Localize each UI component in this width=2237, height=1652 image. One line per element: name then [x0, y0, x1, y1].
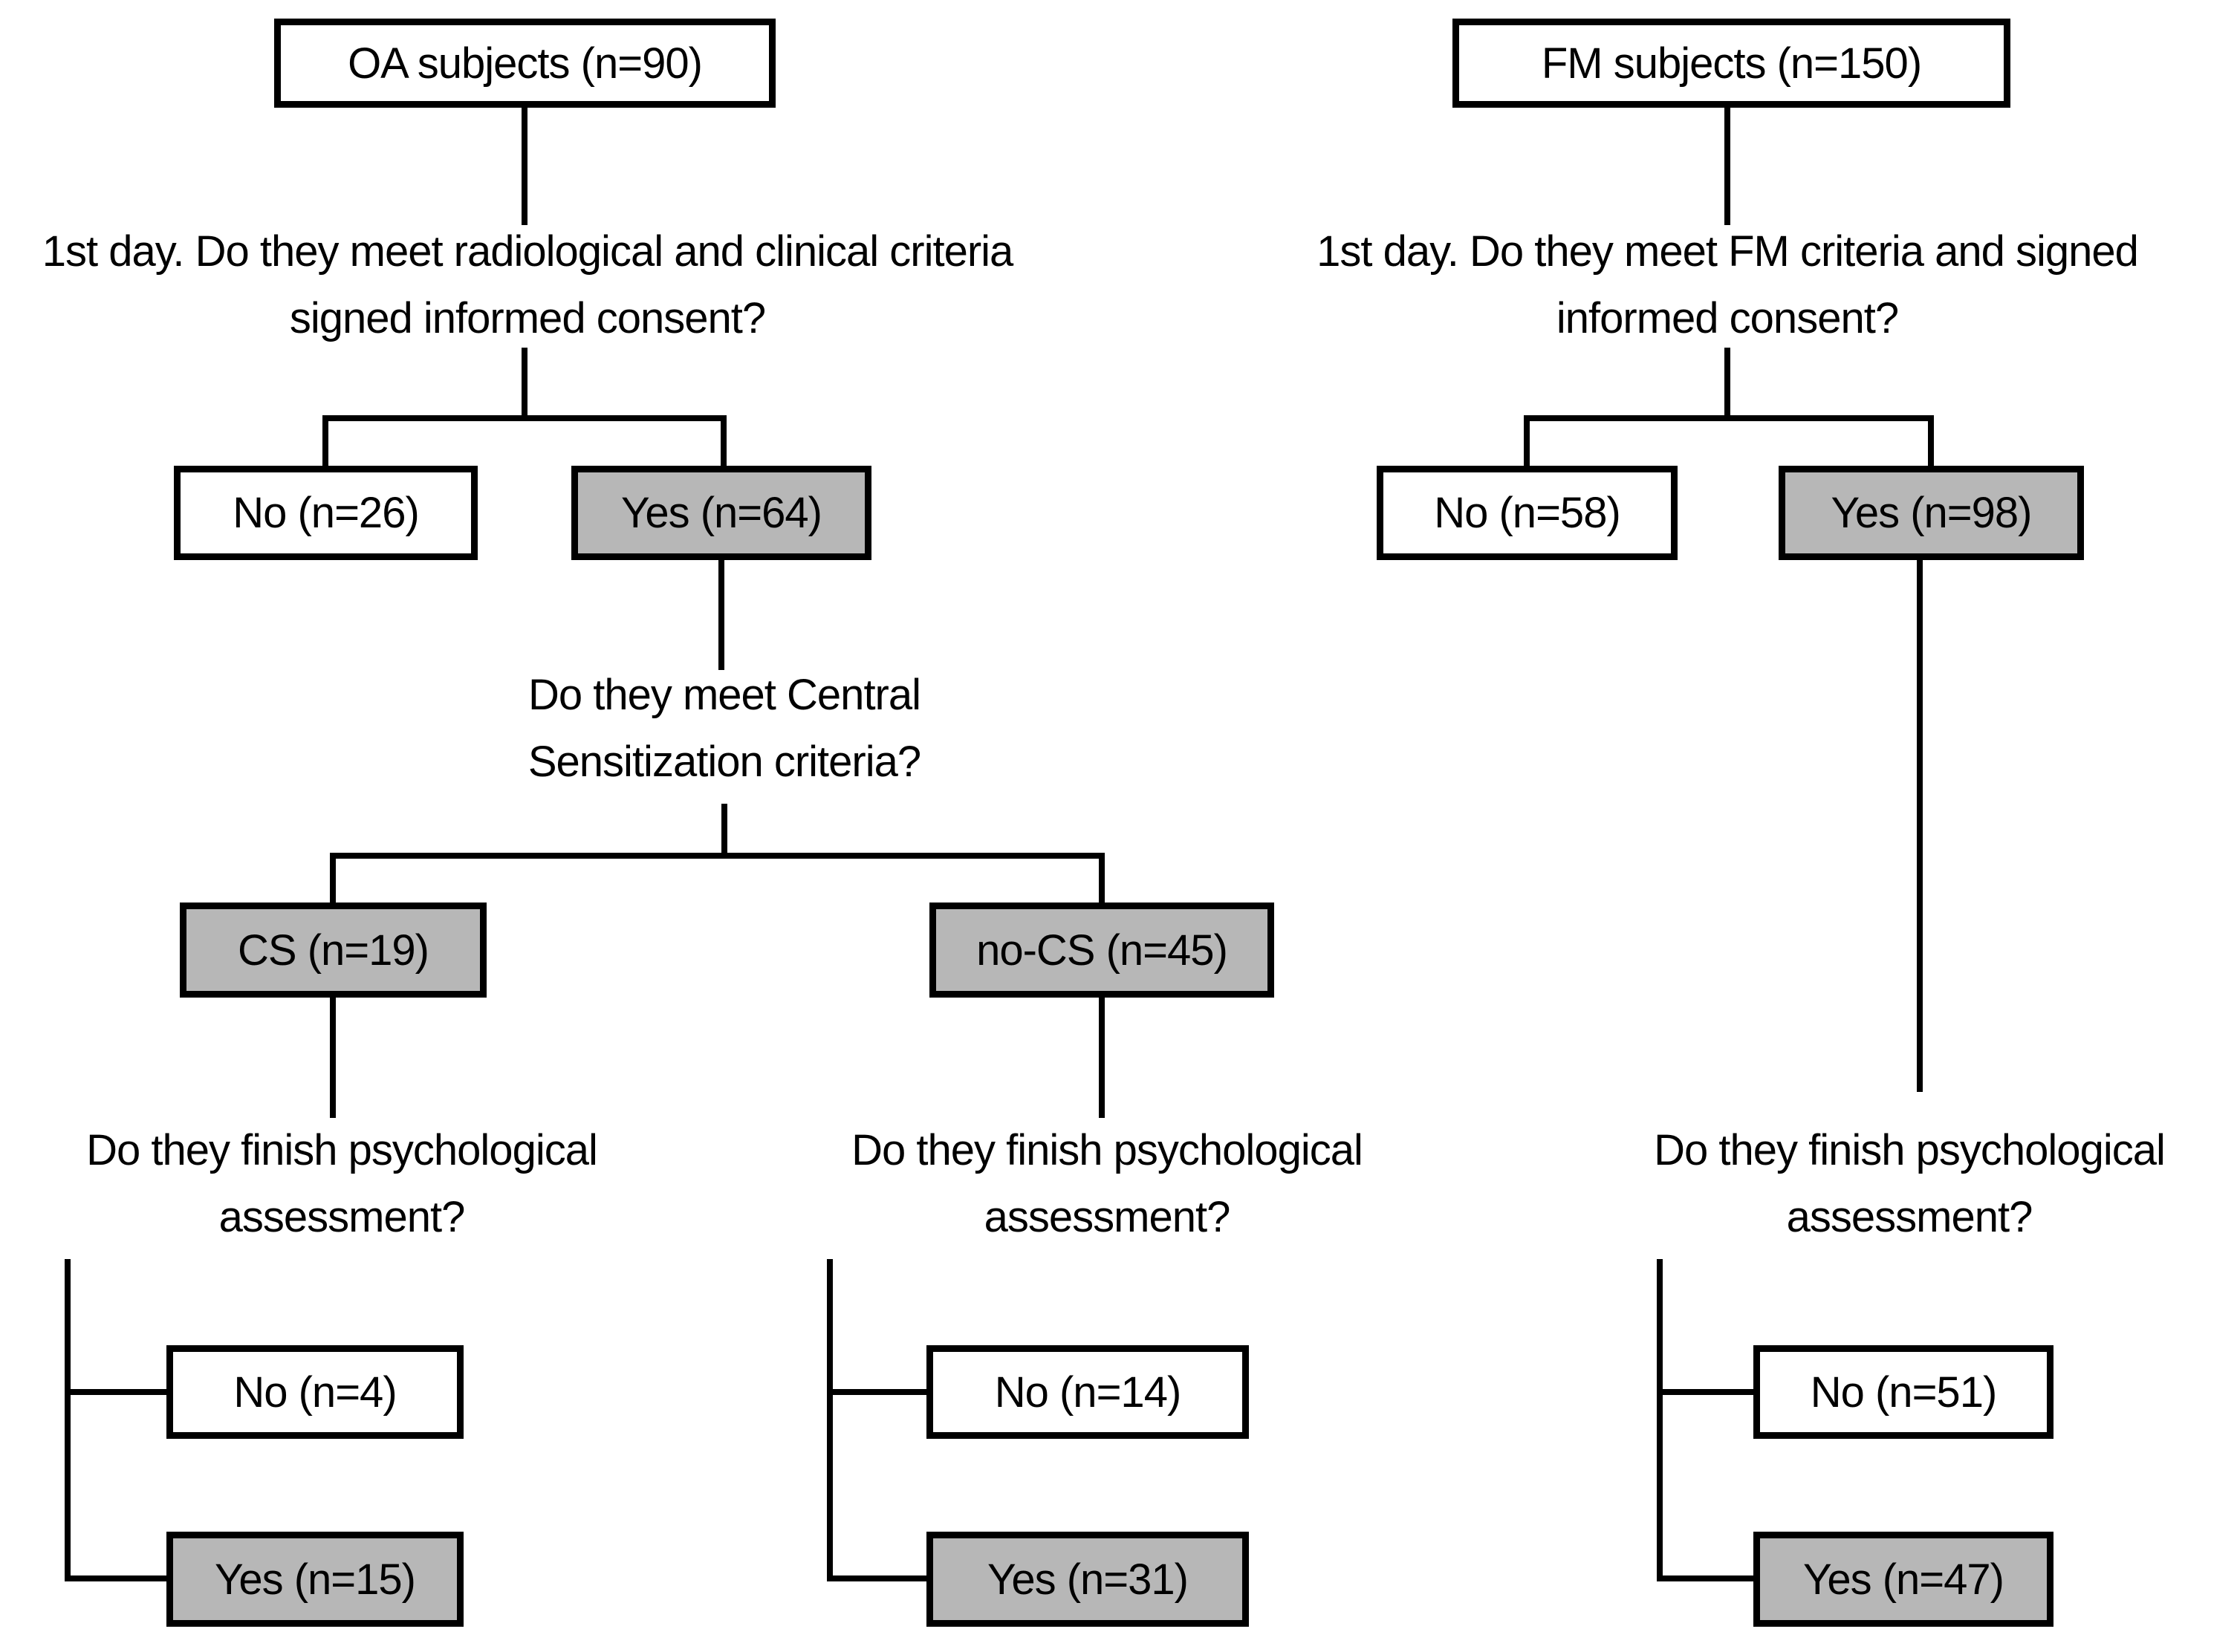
box-oa-no: No (n=26) [174, 466, 478, 560]
box-cs: CS (n=19) [180, 903, 487, 998]
connector-oa-yes-drop [721, 415, 727, 466]
connector-fm-bracket-vertical [1657, 1259, 1663, 1581]
box-fm-psy-yes: Yes (n=47) [1753, 1532, 2053, 1627]
connector-nocs-stem [1099, 998, 1105, 1118]
connector-cs-stem [330, 998, 336, 1118]
connector-cs-bracket-vertical [65, 1259, 71, 1581]
connector-oa-root-stem [522, 108, 527, 225]
box-no-cs: no-CS (n=45) [929, 903, 1274, 998]
question-oa-eligibility: 1st day. Do they meet radiological and c… [42, 227, 1014, 342]
box-nocs-psy-yes: Yes (n=31) [926, 1532, 1249, 1627]
connector-cs-q-stem [721, 804, 727, 856]
box-fm-yes: Yes (n=98) [1779, 466, 2084, 560]
connector-fm-yes-drop [1928, 415, 1934, 466]
box-fm-root: FM subjects (n=150) [1452, 19, 2010, 108]
connector-oa-no-drop [322, 415, 328, 466]
connector-nocs-drop [1099, 853, 1105, 903]
question-psych-fm: Do they finish psychological assessment? [1654, 1126, 2166, 1241]
connector-oa-yes-stem [718, 560, 724, 670]
connector-fm-no-drop [1524, 415, 1530, 466]
connector-oa-branch-bar [322, 415, 727, 421]
connector-cs-no-arm [65, 1389, 166, 1395]
connector-nocs-yes-arm [827, 1575, 926, 1581]
connector-fm-no-arm [1657, 1389, 1753, 1395]
question-fm-eligibility: 1st day. Do they meet FM criteria and si… [1316, 227, 2139, 342]
connector-fm-branch-bar [1524, 415, 1934, 421]
box-nocs-psy-no: No (n=14) [926, 1345, 1249, 1439]
box-oa-root: OA subjects (n=90) [274, 19, 776, 108]
question-central-sensitization: Do they meet Central Sensitization crite… [527, 671, 921, 786]
connector-cs-drop [330, 853, 336, 903]
box-fm-no: No (n=58) [1377, 466, 1678, 560]
box-cs-psy-no: No (n=4) [166, 1345, 464, 1439]
connector-cs-branch-bar [330, 853, 1105, 859]
question-psych-nocs: Do they finish psychological assessment? [851, 1126, 1363, 1241]
connector-fm-root-stem [1724, 108, 1730, 225]
box-oa-yes: Yes (n=64) [571, 466, 871, 560]
connector-oa-q1-stem [522, 348, 527, 418]
connector-nocs-no-arm [827, 1389, 926, 1395]
connector-fm-q1-stem [1724, 348, 1730, 418]
connector-fm-yes-long-stem [1917, 560, 1923, 1092]
box-fm-psy-no: No (n=51) [1753, 1345, 2053, 1439]
question-psych-cs: Do they finish psychological assessment? [86, 1126, 598, 1241]
connector-nocs-bracket-vertical [827, 1259, 833, 1581]
connector-fm-yes-arm [1657, 1575, 1753, 1581]
connector-cs-yes-arm [65, 1575, 166, 1581]
box-cs-psy-yes: Yes (n=15) [166, 1532, 464, 1627]
